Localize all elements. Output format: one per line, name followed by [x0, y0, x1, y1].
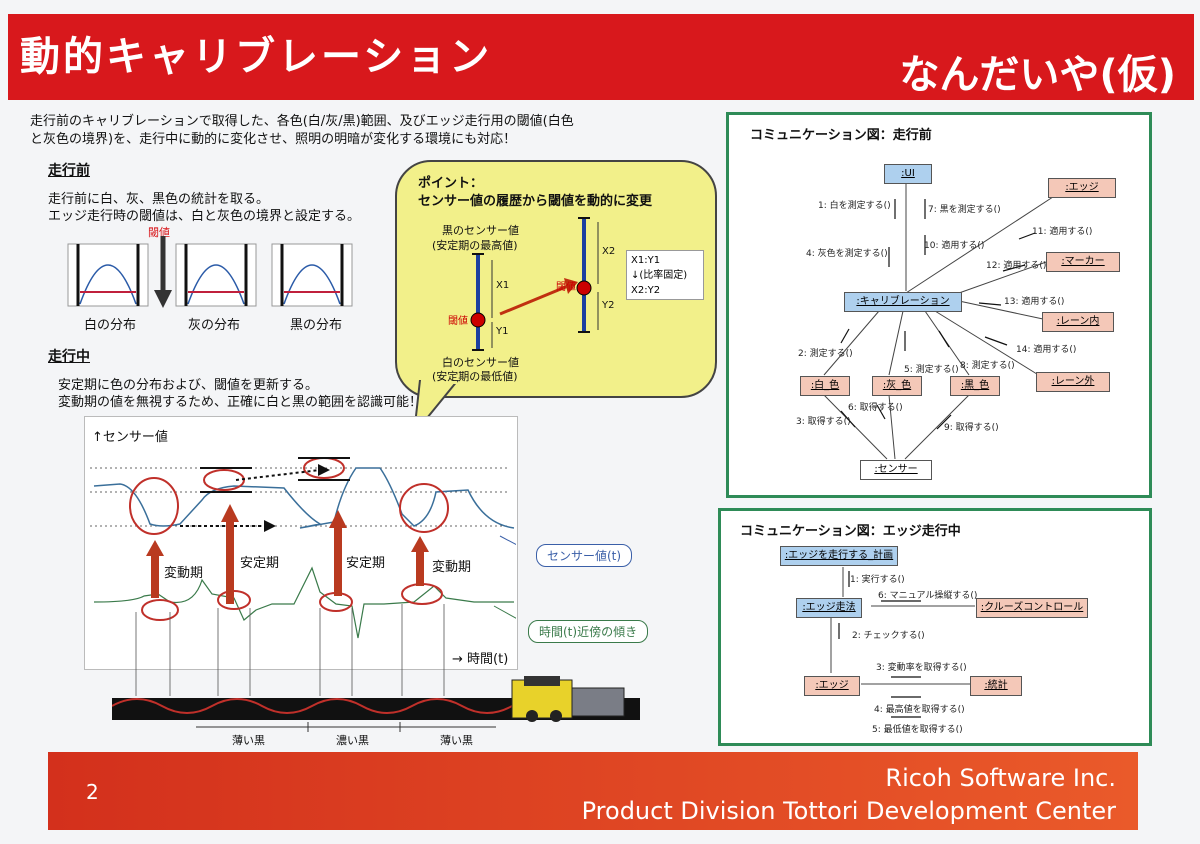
- distribution-figure: [67, 236, 353, 308]
- track-label-3: 薄い黒: [440, 734, 473, 747]
- comm-before-links: [823, 183, 1060, 460]
- msg-m1: 1: 白を測定する(): [818, 201, 891, 211]
- sensor-wave-figure: [90, 457, 516, 696]
- track-label-1: 薄い黒: [232, 734, 265, 747]
- node-black: :黒_色: [950, 376, 1000, 396]
- intro-line-2: と灰色の境界)を、走行中に動的に変化させ、照明の明暗が変化する環境にも対応！: [30, 132, 517, 147]
- ratio-line-2: ↓(比率固定): [631, 270, 688, 281]
- node-lane-in: :レーン内: [1042, 312, 1114, 332]
- track-label-2: 濃い黒: [336, 734, 369, 747]
- phase-label-1: 変動期: [164, 566, 204, 581]
- y2-label: Y2: [602, 300, 615, 311]
- gray-dist-label: 灰の分布: [188, 318, 241, 333]
- black-sensor-label: 黒のセンサー値: [442, 224, 519, 237]
- track-strip: [112, 676, 640, 722]
- msg-m12: 12: 適用する(): [986, 261, 1047, 271]
- phase-label-2: 安定期: [240, 556, 280, 571]
- msg-e4: 4: 最高値を取得する(): [874, 705, 965, 715]
- msg-e3: 3: 変動率を取得する(): [876, 663, 967, 673]
- node-marker: :マーカー: [1046, 252, 1120, 272]
- msg-m11: 11: 適用する(): [1032, 227, 1093, 237]
- node-edge-method: :エッジ走法: [796, 598, 862, 618]
- node-cruise-control: :クルーズコントロール: [976, 598, 1088, 618]
- msg-m2: 2: 測定する(): [798, 349, 853, 359]
- msg-m7: 7: 黒を測定する(): [928, 205, 1001, 215]
- white-sensor-sub: (安定期の最低値): [432, 370, 518, 383]
- msg-m14: 14: 適用する(): [1016, 345, 1077, 355]
- threshold-right-label: 閾値: [556, 282, 576, 293]
- sensor-value-label: センサー値(t): [536, 544, 633, 567]
- intro-line-1: 走行前のキャリブレーションで取得した、各色(白/灰/黒)範囲、及びエッジ走行用の…: [30, 114, 574, 129]
- time-x-axis-label: → 時間(t): [452, 652, 509, 667]
- threshold-label: 閾値: [148, 226, 170, 239]
- msg-m8: 8: 測定する(): [960, 361, 1015, 371]
- msg-m13: 13: 適用する(): [1004, 297, 1065, 307]
- msg-m4: 4: 灰色を測定する(): [806, 249, 888, 259]
- msg-e5: 5: 最低値を取得する(): [872, 725, 963, 735]
- during-run-line-1: 安定期に色の分布および、閾値を更新する。: [58, 378, 319, 393]
- footer-bar: [48, 752, 1138, 830]
- division-name: Product Division Tottori Development Cen…: [581, 797, 1116, 825]
- page-number: 2: [86, 780, 99, 804]
- node-calibration: :キャリブレーション: [844, 292, 962, 312]
- track-dividers: [196, 722, 496, 732]
- white-sensor-label: 白のセンサー値: [442, 356, 519, 369]
- threshold-diagram: [470, 217, 599, 351]
- msg-m3: 3: 取得する(): [796, 417, 851, 427]
- node-white: :白_色: [800, 376, 850, 396]
- ratio-line-1: X1:Y1: [631, 255, 661, 266]
- point-title-2: センサー値の履歴から閾値を動的に変更: [418, 194, 653, 209]
- comm-edge-title: コミュニケーション図：エッジ走行中: [740, 524, 961, 539]
- x1-label: X1: [496, 280, 510, 291]
- page-title: 動的キャリブレーション: [20, 34, 493, 80]
- before-run-line-1: 走行前に白、灰、黒色の統計を取る。: [48, 192, 270, 207]
- ratio-box: X1:Y1 ↓(比率固定) X2:Y2: [626, 250, 704, 300]
- slope-label: 時間(t)近傍の傾き: [528, 620, 649, 643]
- during-run-line-2: 変動期の値を無視するため、正確に白と黒の範囲を認識可能！: [58, 395, 423, 410]
- node-ui: :UI: [884, 164, 932, 184]
- before-run-line-2: エッジ走行時の閾値は、白と灰色の境界と設定する。: [48, 209, 361, 224]
- point-title-1: ポイント：: [418, 176, 484, 191]
- during-run-heading: 走行中: [48, 349, 90, 365]
- msg-e2: 2: チェックする(): [852, 631, 925, 641]
- black-sensor-sub: (安定期の最高値): [432, 239, 518, 252]
- ratio-line-3: X2:Y2: [631, 285, 661, 296]
- company-name: Ricoh Software Inc.: [885, 764, 1116, 792]
- phase-label-4: 変動期: [432, 560, 472, 575]
- node-gray: :灰_色: [872, 376, 922, 396]
- white-dist-label: 白の分布: [84, 318, 137, 333]
- black-dist-label: 黒の分布: [290, 318, 343, 333]
- node-sensor: :センサー: [860, 460, 932, 480]
- header-bar: [8, 14, 1194, 100]
- msg-m9: 9: 取得する(): [944, 423, 999, 433]
- msg-m5: 5: 測定する(): [904, 365, 959, 375]
- y1-label: Y1: [496, 326, 509, 337]
- node-edge: :エッジ: [1048, 178, 1116, 198]
- page-subtitle: なんだいや(仮): [899, 52, 1176, 98]
- msg-e1: 1: 実行する(): [850, 575, 905, 585]
- threshold-left-label: 閾値: [448, 316, 468, 327]
- node-stats: :統計: [970, 676, 1022, 696]
- x2-label: X2: [602, 246, 616, 257]
- before-run-heading: 走行前: [48, 163, 90, 179]
- node-edge-2: :エッジ: [804, 676, 860, 696]
- msg-m6: 6: 取得する(): [848, 403, 903, 413]
- msg-m10: 10: 適用する(): [924, 241, 985, 251]
- comm-before-title: コミュニケーション図：走行前: [750, 128, 932, 143]
- phase-label-3: 安定期: [346, 556, 386, 571]
- node-lane-out: :レーン外: [1036, 372, 1110, 392]
- msg-e6: 6: マニュアル操縦する(): [878, 591, 978, 601]
- comm-edge-links: [830, 567, 975, 718]
- sensor-y-axis-label: ↑センサー値: [92, 430, 168, 445]
- node-plan: :エッジを走行する_計画: [780, 546, 898, 566]
